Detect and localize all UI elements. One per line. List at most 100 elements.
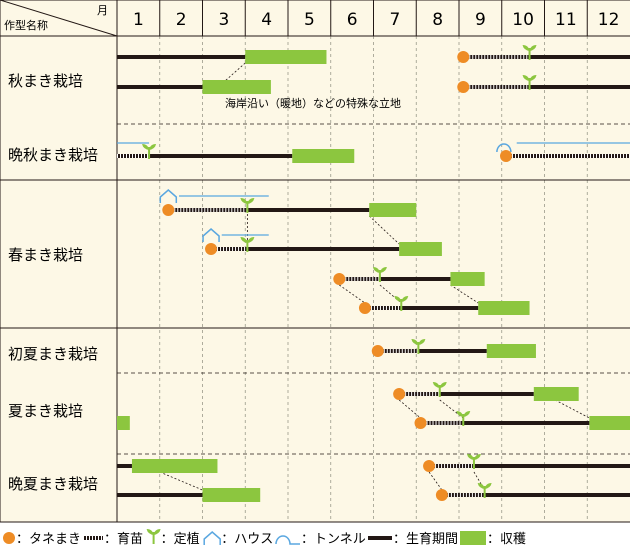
nursery-bar [339, 277, 380, 281]
legend-label: ：収穫 [487, 532, 526, 547]
track [371, 339, 536, 358]
row-2-0: 初夏まき栽培 [8, 339, 536, 363]
harvest-bar [117, 416, 130, 430]
label-panel-0 [0, 36, 117, 180]
growth-bar [117, 55, 246, 59]
transition-link [339, 284, 366, 304]
harvest-bar [450, 272, 485, 286]
track [117, 80, 271, 94]
month-label: 月 [97, 4, 108, 17]
seed-marker [423, 460, 436, 472]
track [117, 50, 327, 64]
legend: ：タネまき：育苗：定植：ハウス：トンネル：生育期間：収穫 [3, 529, 526, 547]
transition-link [379, 284, 402, 304]
row-label: 晩秋まき栽培 [8, 146, 98, 164]
growth-bar [463, 421, 590, 425]
label-panel-1 [0, 180, 117, 328]
seed-marker [205, 243, 218, 255]
seedling-icon [456, 411, 471, 426]
transition-link [555, 399, 590, 419]
nursery-bar [399, 392, 440, 396]
tunnel-icon [496, 143, 512, 153]
growth-bar [473, 464, 630, 468]
track [117, 454, 630, 473]
month-1: 1 [133, 10, 144, 30]
growth-bar [529, 55, 630, 59]
row-2-1: 夏まき栽培 [8, 382, 630, 430]
legend-label: ：生育期間 [393, 531, 458, 547]
seed-marker [457, 81, 470, 93]
seed-marker [414, 417, 427, 429]
harvest-bar [399, 242, 442, 256]
seed-marker [162, 204, 175, 216]
track [159, 189, 417, 217]
harvest-bar [486, 344, 536, 358]
harvest-bar [533, 387, 579, 401]
legend-item-tunnel: ：トンネル [275, 532, 366, 547]
harvest-legend-icon [460, 531, 486, 545]
row-0-2: 晩秋まき栽培 [8, 142, 630, 164]
nursery-bar [377, 349, 419, 353]
house-legend-icon [203, 531, 221, 545]
nursery-bar [117, 154, 150, 158]
growth-bar [439, 392, 534, 396]
harvest-bar [589, 416, 630, 430]
row-2-2: 晩夏まき栽培 [8, 454, 630, 502]
transition-link [368, 215, 400, 245]
legend-item-growth: ：生育期間 [368, 531, 458, 547]
month-10: 10 [512, 10, 534, 30]
house-icon [159, 189, 178, 203]
legend-item-house: ：ハウス [203, 531, 273, 547]
growth-legend-icon [368, 536, 392, 540]
row-label: 初夏まき栽培 [8, 345, 98, 363]
growth-bar [117, 464, 132, 468]
transition-link [398, 399, 421, 419]
track [457, 75, 630, 93]
growth-bar [379, 277, 451, 281]
seedling-icon [240, 237, 255, 252]
seed-marker [333, 273, 346, 285]
month-12: 12 [598, 10, 620, 30]
month-11: 11 [555, 10, 577, 30]
harvest-bar [202, 80, 271, 94]
track [393, 382, 579, 401]
track [358, 296, 530, 315]
harvest-bar [245, 50, 327, 64]
tunnel-legend-icon [275, 535, 300, 545]
legend-item-seed: ：タネまき [3, 532, 81, 547]
row-label: 春まき栽培 [8, 246, 83, 264]
seedling-icon [142, 144, 157, 159]
seedling-icon [372, 267, 387, 282]
seed-marker [435, 489, 448, 501]
growth-bar [247, 247, 400, 251]
nursery-bar [429, 464, 474, 468]
row-note: 海岸沿い（暖地）などの特殊な立地 [225, 96, 401, 110]
harvest-bar [131, 459, 218, 473]
month-3: 3 [218, 10, 229, 30]
growth-bar [117, 85, 203, 89]
row-label: 夏まき栽培 [8, 402, 83, 420]
calendar-body: 秋まき栽培海岸沿い（暖地）などの特殊な立地晩秋まき栽培春まき栽培初夏まき栽培夏ま… [0, 0, 630, 523]
crop-type-label: 作型名称 [4, 18, 48, 32]
month-2: 2 [176, 10, 187, 30]
month-5: 5 [304, 10, 315, 30]
seed-marker [457, 51, 470, 63]
seedling-icon [411, 339, 426, 354]
track [457, 45, 630, 63]
harvest-bar [369, 203, 417, 217]
seed-marker [371, 345, 384, 357]
track [117, 142, 630, 163]
seedling-icon [522, 75, 537, 90]
seedling-icon [477, 483, 492, 498]
harvest-bar [478, 301, 530, 315]
legend-label: ：ハウス [221, 532, 273, 547]
row-label: 晩夏まき栽培 [8, 475, 98, 493]
growth-bar [484, 493, 630, 497]
seedling-icon [240, 198, 255, 213]
track [333, 267, 485, 286]
seedling-icon [146, 529, 161, 544]
growth-bar [149, 154, 293, 158]
track [202, 228, 442, 256]
